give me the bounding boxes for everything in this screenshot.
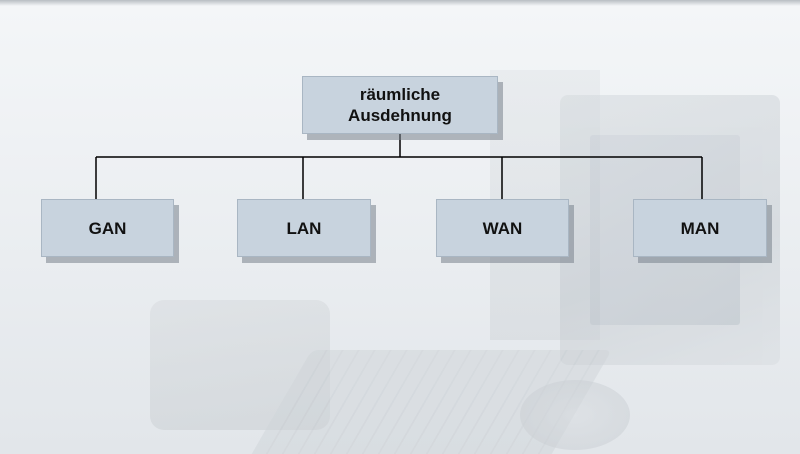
child-node-man: MAN — [633, 199, 767, 257]
child-node-label: LAN — [286, 218, 322, 238]
root-node-label: räumliche Ausdehnung — [348, 85, 452, 125]
child-node-gan: GAN — [41, 199, 174, 257]
root-node: räumliche Ausdehnung — [302, 76, 498, 134]
child-node-wan: WAN — [436, 199, 569, 257]
child-node-lan: LAN — [237, 199, 371, 257]
top-edge-shade — [0, 0, 800, 6]
child-node-label: WAN — [482, 218, 523, 238]
child-node-label: MAN — [680, 218, 720, 238]
mouse-illustration — [520, 380, 630, 450]
child-node-label: GAN — [88, 218, 127, 238]
